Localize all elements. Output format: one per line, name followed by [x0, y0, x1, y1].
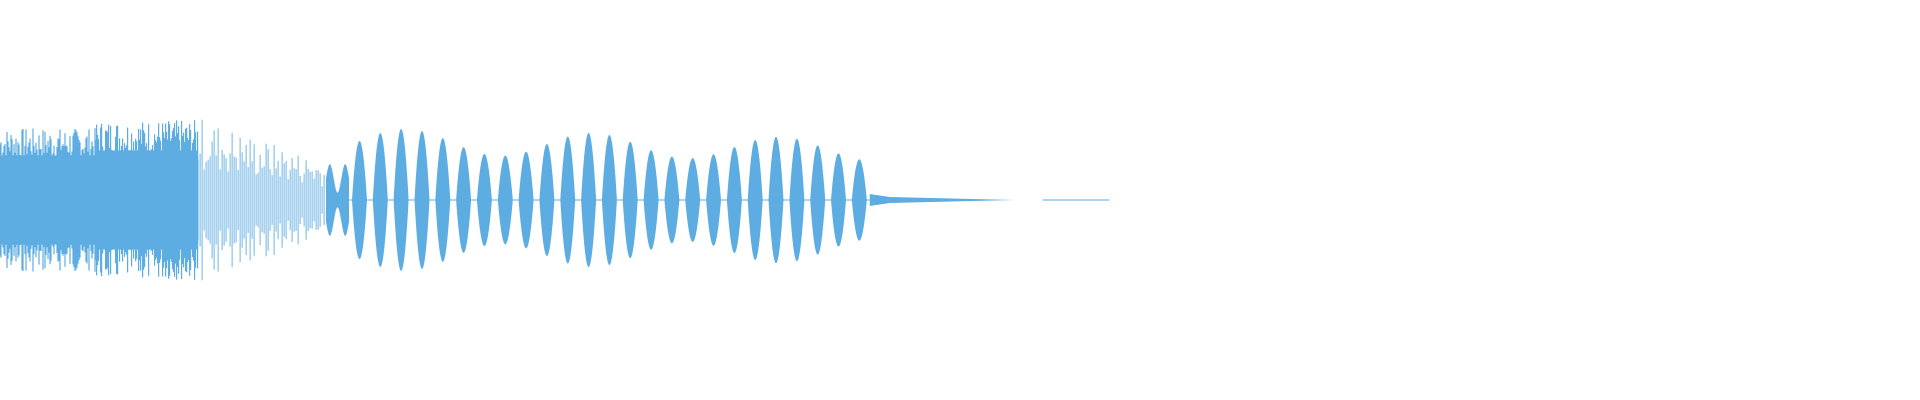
segment-sparse-decay: [197, 119, 325, 281]
waveform-path: [197, 119, 325, 281]
waveform-core: [95, 150, 199, 250]
waveform-tail: [869, 194, 1014, 206]
waveform-core: [0, 155, 96, 245]
segment-tone-wobble: [326, 164, 349, 236]
segment-noise-burst-2: [95, 120, 199, 280]
segment-tail-fade: [869, 194, 1014, 206]
waveform-path: [326, 164, 349, 236]
segment-tone-pulses: [349, 129, 870, 271]
segment-noise-burst-1: [0, 128, 96, 272]
waveform-group: [0, 119, 1110, 281]
